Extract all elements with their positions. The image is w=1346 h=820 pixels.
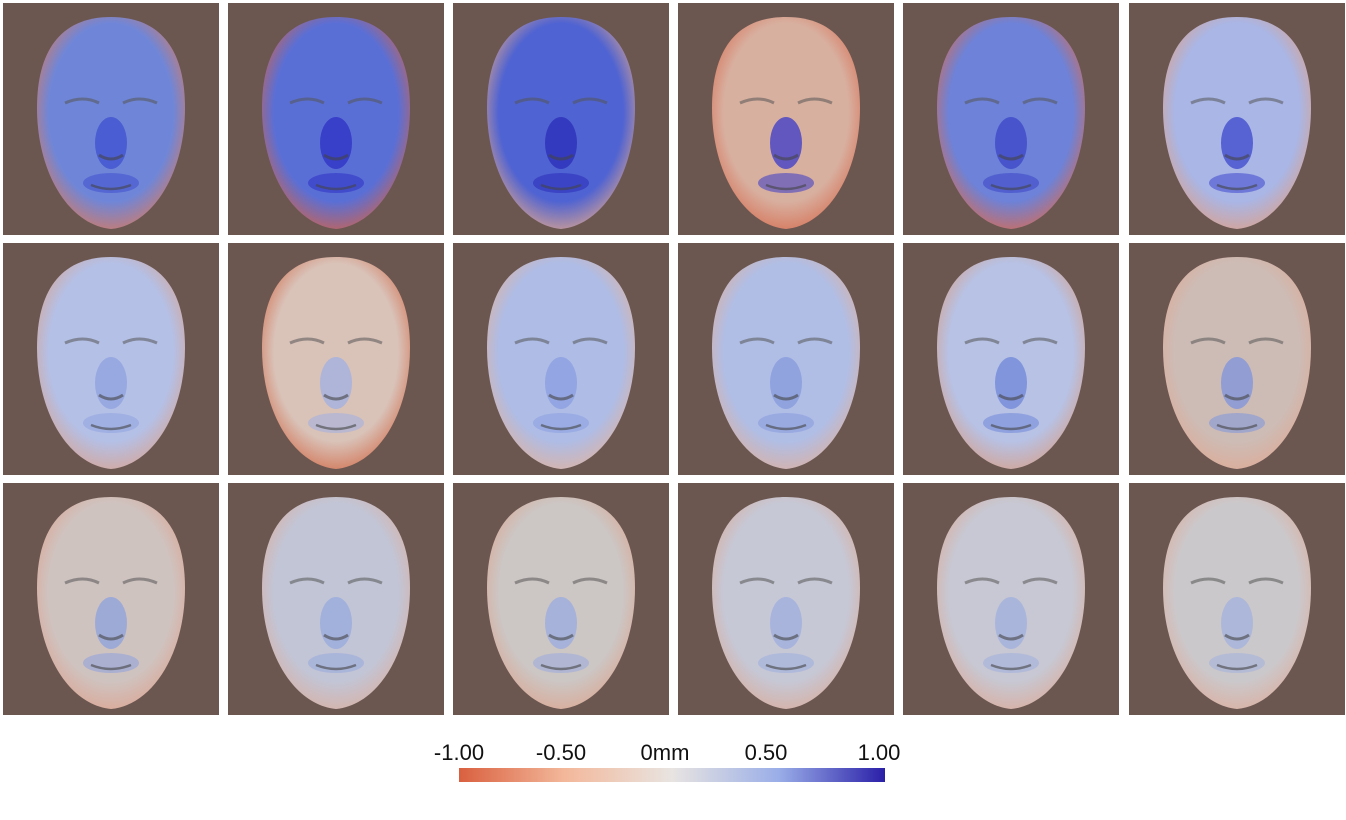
face-r3-c2 xyxy=(228,483,444,715)
face-r1-c6 xyxy=(1129,3,1345,235)
colorbar-tick-label: 0.50 xyxy=(744,740,788,765)
face-r2-c6 xyxy=(1129,243,1345,475)
face-r1-c1 xyxy=(3,3,219,235)
colorbar-gradient xyxy=(459,768,885,782)
face-r1-c2 xyxy=(228,3,444,235)
face-r1-c3 xyxy=(453,3,669,235)
face-r1-c4 xyxy=(678,3,894,235)
face-r2-c5 xyxy=(903,243,1119,475)
face-r2-c2 xyxy=(228,243,444,475)
face-r2-c4 xyxy=(678,243,894,475)
face-r2-c3 xyxy=(453,243,669,475)
face-r3-c4 xyxy=(678,483,894,715)
colorbar-tick-label: -1.00 xyxy=(433,740,485,765)
colorbar-tick-label: -0.50 xyxy=(535,740,587,765)
colorbar-tick-label: 1.00 xyxy=(857,740,901,765)
face-r2-c1 xyxy=(3,243,219,475)
colorbar-tick-label: 0mm xyxy=(640,740,690,765)
face-r1-c5 xyxy=(903,3,1119,235)
face-r3-c3 xyxy=(453,483,669,715)
colorbar-legend: -1.00 -0.50 0mm 0.50 1.00 xyxy=(420,738,920,798)
face-r3-c1 xyxy=(3,483,219,715)
face-heatmap-grid xyxy=(3,3,1345,715)
face-r3-c6 xyxy=(1129,483,1345,715)
face-r3-c5 xyxy=(903,483,1119,715)
